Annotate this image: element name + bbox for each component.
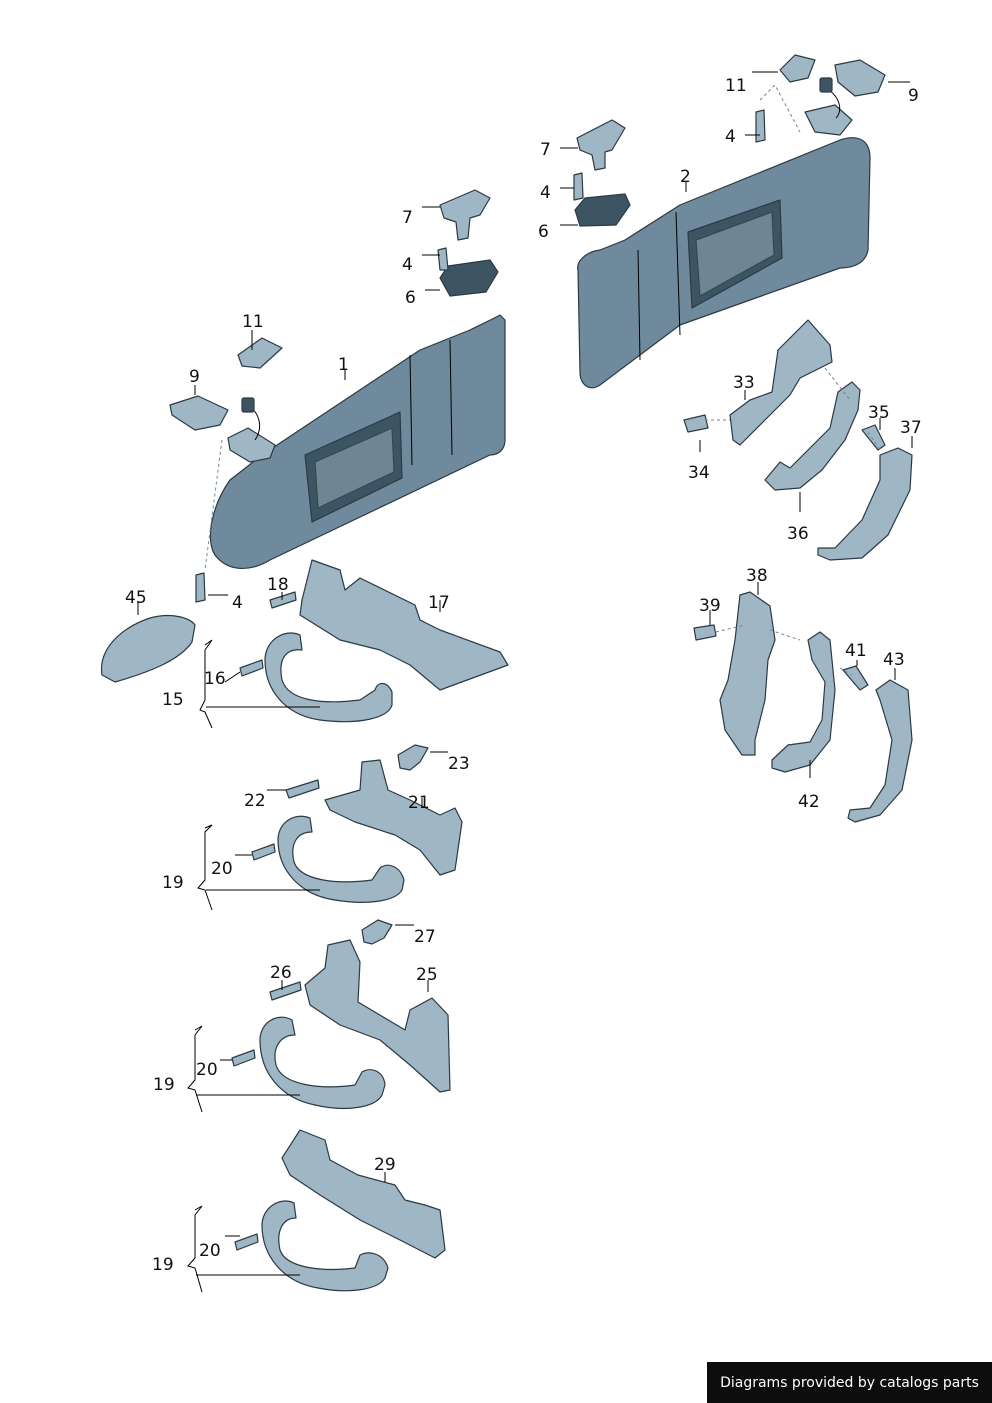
callout-15: 15 [162, 690, 184, 710]
bracket-38 [719, 591, 776, 756]
callout-7: 7 [540, 140, 551, 160]
callout-2: 2 [680, 167, 691, 187]
callout-33: 33 [733, 373, 755, 393]
screw-left-lower [195, 572, 206, 603]
callout-27: 27 [414, 927, 436, 947]
callout-29: 29 [374, 1155, 396, 1175]
grab-handle-19a [277, 815, 405, 903]
screw-39 [693, 624, 717, 641]
callout-38: 38 [746, 566, 768, 586]
callout-4: 4 [540, 183, 551, 203]
screw-34 [683, 414, 709, 433]
callout-26: 26 [270, 963, 292, 983]
visor-mount-right [804, 77, 853, 136]
callout-34: 34 [688, 463, 710, 483]
clip-23 [397, 744, 429, 771]
cover-cap-left [169, 395, 229, 431]
clip-right [779, 54, 816, 83]
screw-20a [251, 843, 276, 861]
callout-19: 19 [152, 1255, 174, 1275]
callout-21: 21 [408, 793, 430, 813]
callout-45: 45 [125, 588, 147, 608]
callout-labels: 1 2 4 4 4 4 6 6 7 7 9 9 11 11 15 16 17 1… [125, 76, 922, 1275]
callout-17: 17 [428, 593, 450, 613]
trim-cover-43 [847, 679, 913, 823]
callout-leaders [137, 71, 913, 1237]
sun-visor-left [209, 314, 506, 570]
callout-19: 19 [153, 1075, 175, 1095]
visor-mount-left [227, 397, 276, 463]
callout-6: 6 [538, 222, 549, 242]
grab-handle-15 [264, 632, 393, 723]
attribution-text: Diagrams provided by catalogs parts [720, 1374, 979, 1391]
callout-19: 19 [162, 873, 184, 893]
bracket-29 [281, 1129, 446, 1259]
screw-20c [234, 1233, 259, 1251]
callout-20: 20 [196, 1060, 218, 1080]
callout-35: 35 [868, 403, 890, 423]
bracket-25 [304, 939, 451, 1093]
screw-left-upper [437, 247, 449, 271]
grab-handle-19c [261, 1200, 389, 1292]
trim-cover-37 [817, 447, 913, 561]
callout-11: 11 [725, 76, 747, 96]
bracket-17 [299, 559, 509, 691]
holder-right [576, 119, 626, 171]
screw-41 [842, 665, 869, 691]
callout-9: 9 [189, 367, 200, 387]
callout-16: 16 [204, 669, 226, 689]
grab-handle-19b [259, 1016, 386, 1110]
callout-37: 37 [900, 418, 922, 438]
callout-18: 18 [267, 575, 289, 595]
callout-25: 25 [416, 965, 438, 985]
callout-11: 11 [242, 312, 264, 332]
callout-6: 6 [405, 288, 416, 308]
cap-right [574, 193, 631, 227]
callout-7: 7 [402, 208, 413, 228]
bracket-21 [324, 759, 463, 876]
callout-36: 36 [787, 524, 809, 544]
screw-18 [269, 591, 297, 609]
bracket-33 [729, 319, 833, 446]
callout-20: 20 [199, 1241, 221, 1261]
callout-9: 9 [908, 86, 919, 106]
callout-41: 41 [845, 641, 867, 661]
callout-42: 42 [798, 792, 820, 812]
callout-20: 20 [211, 859, 233, 879]
callout-39: 39 [699, 596, 721, 616]
callout-22: 22 [244, 791, 266, 811]
callout-23: 23 [448, 754, 470, 774]
screw-22 [285, 779, 320, 799]
callout-43: 43 [883, 650, 905, 670]
screw-20b [231, 1049, 256, 1067]
screw-16 [239, 659, 264, 677]
screw-right-lower [573, 172, 584, 201]
holder-left [439, 189, 491, 241]
callout-4: 4 [402, 255, 413, 275]
grab-handle-36 [764, 381, 861, 491]
clip-27 [361, 919, 393, 945]
lamp-cover [100, 614, 196, 683]
callout-4: 4 [725, 127, 736, 147]
screw-right-upper [755, 109, 766, 143]
sun-visor-right [577, 137, 871, 389]
callout-4: 4 [232, 593, 243, 613]
grab-handle-42 [771, 631, 836, 773]
screw-35 [861, 424, 886, 451]
callout-1: 1 [338, 355, 349, 375]
attribution-banner: Diagrams provided by catalogs parts [707, 1362, 992, 1403]
cover-cap-right [834, 59, 886, 97]
clip-left [237, 337, 283, 369]
screw-26 [269, 981, 302, 1001]
cap-left [439, 259, 499, 297]
